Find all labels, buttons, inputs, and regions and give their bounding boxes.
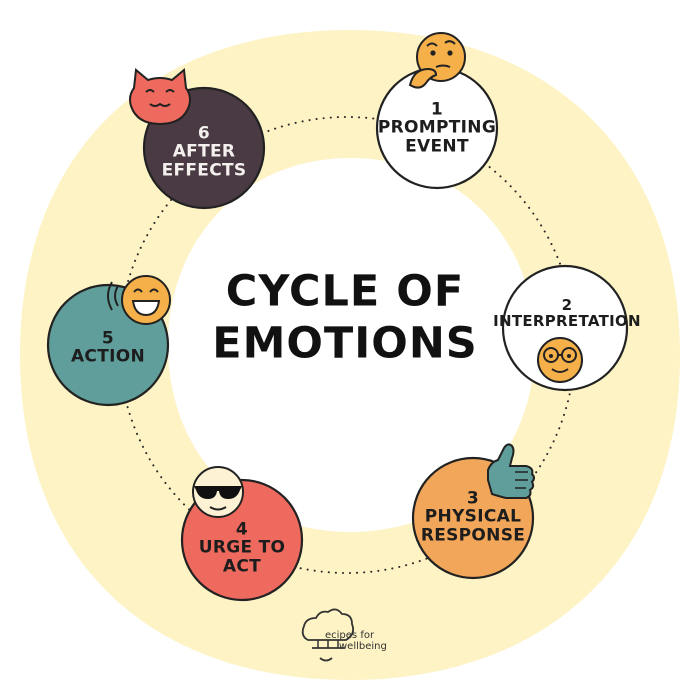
- node-2-number: 2: [561, 295, 573, 314]
- node-3-line-1: PHYSICAL: [424, 506, 522, 527]
- node-2-label: 2 INTERPRETATION: [493, 295, 641, 330]
- node-2-line-1: INTERPRETATION: [493, 312, 641, 330]
- logo-line-1: ecipes for: [325, 630, 375, 641]
- node-3-label: 3 PHYSICAL RESPONSE: [421, 489, 525, 544]
- logo-line-2: wellbeing: [339, 641, 387, 652]
- node-5-line-1: ACTION: [70, 347, 146, 367]
- node-4-line-1: URGE TO: [198, 537, 286, 558]
- node-6-label: 6 AFTER EFFECTS: [162, 124, 247, 179]
- grinning-face-icon: [107, 275, 171, 325]
- title-line-1: CYCLE OF: [225, 266, 465, 317]
- node-1-label: 1 PROMPTING EVENT: [378, 100, 496, 155]
- chef-hat-icon: [301, 608, 355, 662]
- node-5-label: 5 ACTION: [70, 328, 146, 367]
- node-3-line-2: RESPONSE: [420, 525, 526, 546]
- node-6-number: 6: [197, 123, 211, 144]
- title-line-2: EMOTIONS: [212, 319, 478, 369]
- node-5-number: 5: [101, 328, 115, 349]
- sunglasses-face-icon: [192, 466, 244, 518]
- node-4-label: 4 URGE TO ACT: [199, 520, 286, 575]
- thumbs-up-icon: [487, 443, 535, 499]
- node-4-line-2: ACT: [222, 556, 262, 577]
- logo-text: ecipes for wellbeing: [325, 630, 415, 652]
- node-1-line-1: PROMPTING: [377, 117, 497, 138]
- node-1-number: 1: [430, 99, 444, 120]
- thinking-face-icon: [408, 32, 466, 89]
- node-4-number: 4: [235, 519, 249, 540]
- diagram-title: CYCLE OF EMOTIONS: [212, 266, 478, 371]
- node-1-line-2: EVENT: [405, 136, 469, 157]
- node-6-line-1: AFTER: [172, 141, 236, 162]
- node-3-number: 3: [466, 488, 480, 509]
- glasses-face-icon: [537, 337, 583, 383]
- node-2-circle: [501, 264, 629, 392]
- devil-cat-icon: [129, 68, 191, 126]
- node-6-line-2: EFFECTS: [161, 160, 247, 181]
